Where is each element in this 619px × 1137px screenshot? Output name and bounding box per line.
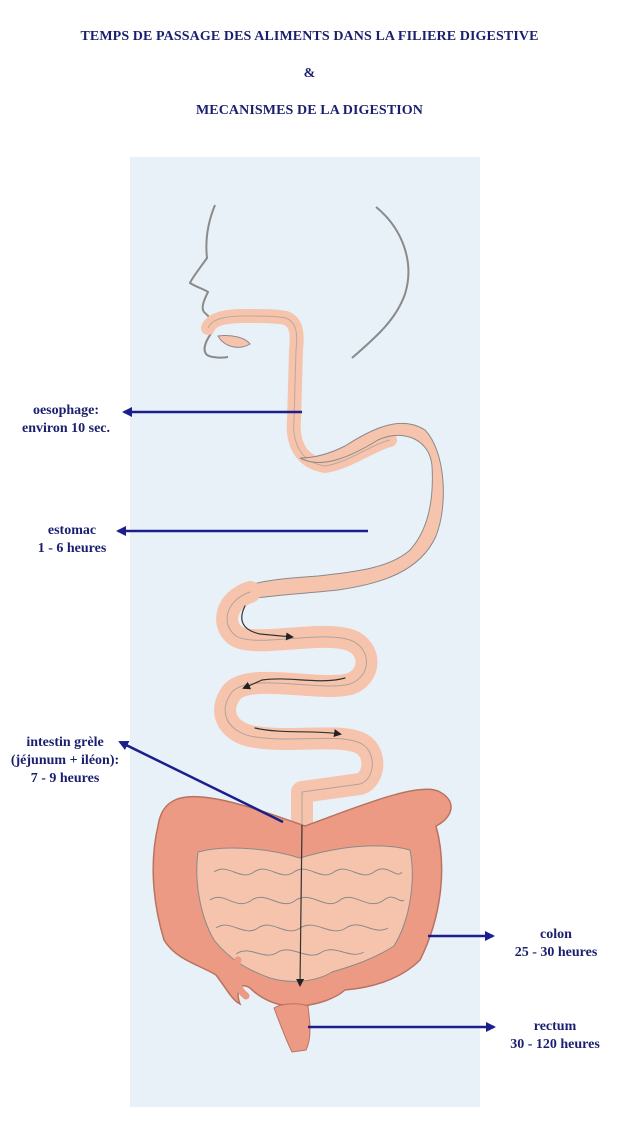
- mouth-cavity: [217, 335, 251, 348]
- label-estomac-name: estomac: [47, 523, 97, 538]
- label-estomac-time: 1 - 6 heures: [37, 541, 107, 556]
- stomach: [243, 422, 444, 601]
- label-rectum-time: 30 - 120 heures: [510, 1037, 600, 1052]
- label-intestin-name: intestin grèle: [26, 735, 104, 750]
- small-intestine: [214, 581, 384, 836]
- label-colon: colon 25 - 30 heures: [496, 926, 616, 962]
- label-colon-name: colon: [540, 927, 572, 942]
- label-intestin: intestin grèle (jéjunum + iléon): 7 - 9 …: [0, 734, 130, 788]
- label-oesophage-name: oesophage:: [32, 403, 100, 418]
- page-subtitle: MECANISMES DE LA DIGESTION: [195, 103, 424, 118]
- appendix: [231, 956, 250, 1000]
- page-title: TEMPS DE PASSAGE DES ALIMENTS DANS LA FI…: [80, 29, 539, 44]
- label-rectum: rectum 30 - 120 heures: [494, 1018, 616, 1054]
- digestion-path-line: [296, 824, 305, 987]
- label-rectum-name: rectum: [533, 1019, 577, 1034]
- head-back-outline: [351, 206, 410, 359]
- intestinal-coils: [196, 845, 413, 982]
- label-colon-time: 25 - 30 heures: [514, 945, 598, 960]
- label-intestin-time: 7 - 9 heures: [30, 771, 100, 786]
- label-oesophage: oesophage: environ 10 sec.: [6, 402, 126, 438]
- face-profile-outline: [188, 204, 229, 359]
- label-intestin-detail: (jéjunum + iléon):: [10, 753, 120, 768]
- intestin-arrow: [118, 740, 284, 824]
- title-ampersand: &: [303, 66, 316, 81]
- rectum: [273, 1003, 311, 1053]
- label-estomac: estomac 1 - 6 heures: [22, 522, 122, 558]
- label-oesophage-time: environ 10 sec.: [21, 421, 110, 436]
